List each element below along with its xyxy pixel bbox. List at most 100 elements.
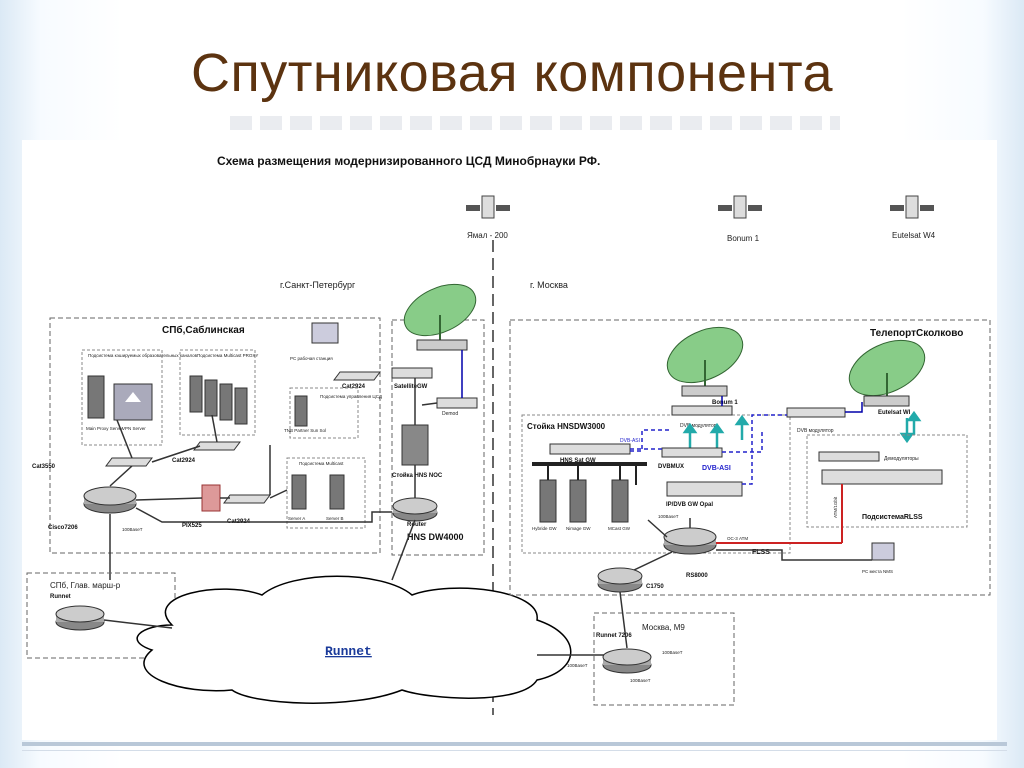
gw-links xyxy=(414,378,438,498)
server-tower-icon xyxy=(234,387,248,425)
node-label: Nimage GW xyxy=(566,526,591,531)
satellite-dish-icon xyxy=(666,326,744,397)
node-label: PIX525 xyxy=(182,523,202,529)
link-label: 100BaseT xyxy=(630,678,651,683)
node-label: Cisco7206 xyxy=(48,525,78,531)
rlss-title: ПодсистемаRLSS xyxy=(862,514,923,521)
satellite-label: Bonum 1 xyxy=(727,234,760,243)
node-label: MCast GW xyxy=(608,526,631,531)
node-label: IP/DVB GW Opal xyxy=(666,502,713,508)
city-label-moscow: г. Москва xyxy=(530,280,568,290)
rack-box xyxy=(521,414,791,554)
dvb-asi-links xyxy=(630,414,787,485)
group-box xyxy=(286,457,366,529)
faded-text-strip xyxy=(230,116,840,130)
satellite-label: Ямал - 200 xyxy=(467,231,508,240)
node-label: Runnet xyxy=(50,594,71,600)
node-label: Cat3550 xyxy=(32,464,56,470)
runnet-cloud xyxy=(136,575,572,704)
node-label: Cat2924 xyxy=(172,458,196,464)
server-tower-icon xyxy=(87,375,105,419)
group-box xyxy=(289,387,359,439)
node-label: VPN Server xyxy=(122,426,146,431)
group-box xyxy=(179,349,256,436)
node-label: HNS DW4000 xyxy=(407,532,464,542)
rack-title: Стойка HNSDW3000 xyxy=(527,422,606,431)
sat-gw-icon xyxy=(549,443,631,455)
group-box xyxy=(81,349,163,446)
node-label: Main Proxy Server xyxy=(86,426,124,431)
satellite-icon xyxy=(718,195,762,219)
server-tower-icon xyxy=(294,395,308,427)
vpn-arrow-icon xyxy=(125,392,141,402)
node-label: DVB-ASI xyxy=(620,438,640,444)
link-label: 100BaseT xyxy=(122,527,143,532)
group-label: Подсистема Multicast PROXY xyxy=(197,353,258,358)
link-label: 100BaseT xyxy=(662,650,683,655)
moscow-m9-title: Москва, М9 xyxy=(642,623,685,632)
demod-bank-icon xyxy=(821,469,943,485)
link-label: 100BaseT xyxy=(567,663,588,668)
firewall-icon xyxy=(201,484,221,512)
node-label: DVB модулятор xyxy=(680,423,717,429)
link-label: OC-3 АТМ xyxy=(727,536,748,541)
link-label: 100BaseT xyxy=(658,514,679,519)
node-label: РС места NMS xyxy=(862,569,893,574)
rf-link xyxy=(845,402,863,413)
node-label: Router xyxy=(407,522,427,528)
group-label: Подсистема кэшируемых образовательных ка… xyxy=(88,353,198,358)
satellite-gw-icon xyxy=(391,367,433,379)
workstation-label: РС рабочая станция xyxy=(290,356,333,361)
node-label: Demod xyxy=(442,411,458,417)
group-label: TNB Partner Sun Sol xyxy=(284,428,326,433)
router-uplink xyxy=(647,519,668,538)
node-label: Hybride GW xyxy=(532,526,557,531)
spb-saba-box xyxy=(49,317,381,554)
spb-gw-box xyxy=(391,319,485,556)
server-tower-icon xyxy=(204,379,218,417)
link-label: АТМ/1Gbit xyxy=(833,496,838,518)
server-tower-icon xyxy=(219,383,233,421)
satellite-dish-icon xyxy=(403,283,477,351)
uplink-arrows xyxy=(682,410,922,448)
node-label: Стойка HNS NOC xyxy=(392,472,443,479)
node-label: RS8000 xyxy=(686,573,708,579)
modulator-icon xyxy=(786,407,846,418)
diagram-caption: Схема размещения модернизированного ЦСД … xyxy=(217,154,600,168)
modulator-icon xyxy=(671,405,733,416)
spb-main-title: СПб, Глав. марш-р xyxy=(50,581,121,590)
footer-bar xyxy=(22,742,1007,746)
node-label: Server B xyxy=(326,516,344,521)
noc-rack-icon xyxy=(401,424,429,466)
router-icon xyxy=(55,605,105,631)
node-label: DVBMUX xyxy=(658,464,684,470)
node-label: HNS Sat GW xyxy=(560,458,596,464)
switch-icon xyxy=(223,494,271,504)
skolkovo-title: ТелепортСколково xyxy=(870,328,963,339)
node-label: C1750 xyxy=(646,584,664,590)
node-label: Runnet 7206 xyxy=(596,633,632,639)
server-bus xyxy=(532,462,647,466)
network-diagram: Схема размещения модернизированного ЦСД … xyxy=(22,140,997,740)
switch-icon xyxy=(105,457,153,467)
node-label: Cat2924 xyxy=(342,384,366,390)
rack-servers xyxy=(539,479,629,523)
workstation-icon xyxy=(311,322,339,344)
demod-icon xyxy=(436,397,478,409)
router-icon xyxy=(597,567,643,593)
city-label-spb: г.Санкт-Петербург xyxy=(280,280,356,290)
node-label: Eutelsat WI xyxy=(878,410,911,416)
spb-saba-title: СПб,Саблинская xyxy=(162,324,245,336)
node-label: Bonum 1 xyxy=(712,400,738,406)
spb-links xyxy=(109,414,392,580)
demod-icon xyxy=(818,451,880,462)
cloud-label: Runnet xyxy=(325,644,372,659)
node-label: DVB модулятор xyxy=(797,428,834,434)
node-label: Демодуляторы xyxy=(884,456,919,462)
router-icon xyxy=(602,648,652,674)
rlss-box xyxy=(806,434,968,528)
server-tower-icon xyxy=(329,474,345,510)
workstation-icon xyxy=(871,542,895,561)
nms-link xyxy=(716,549,872,561)
dvbmux-icon xyxy=(661,447,723,458)
